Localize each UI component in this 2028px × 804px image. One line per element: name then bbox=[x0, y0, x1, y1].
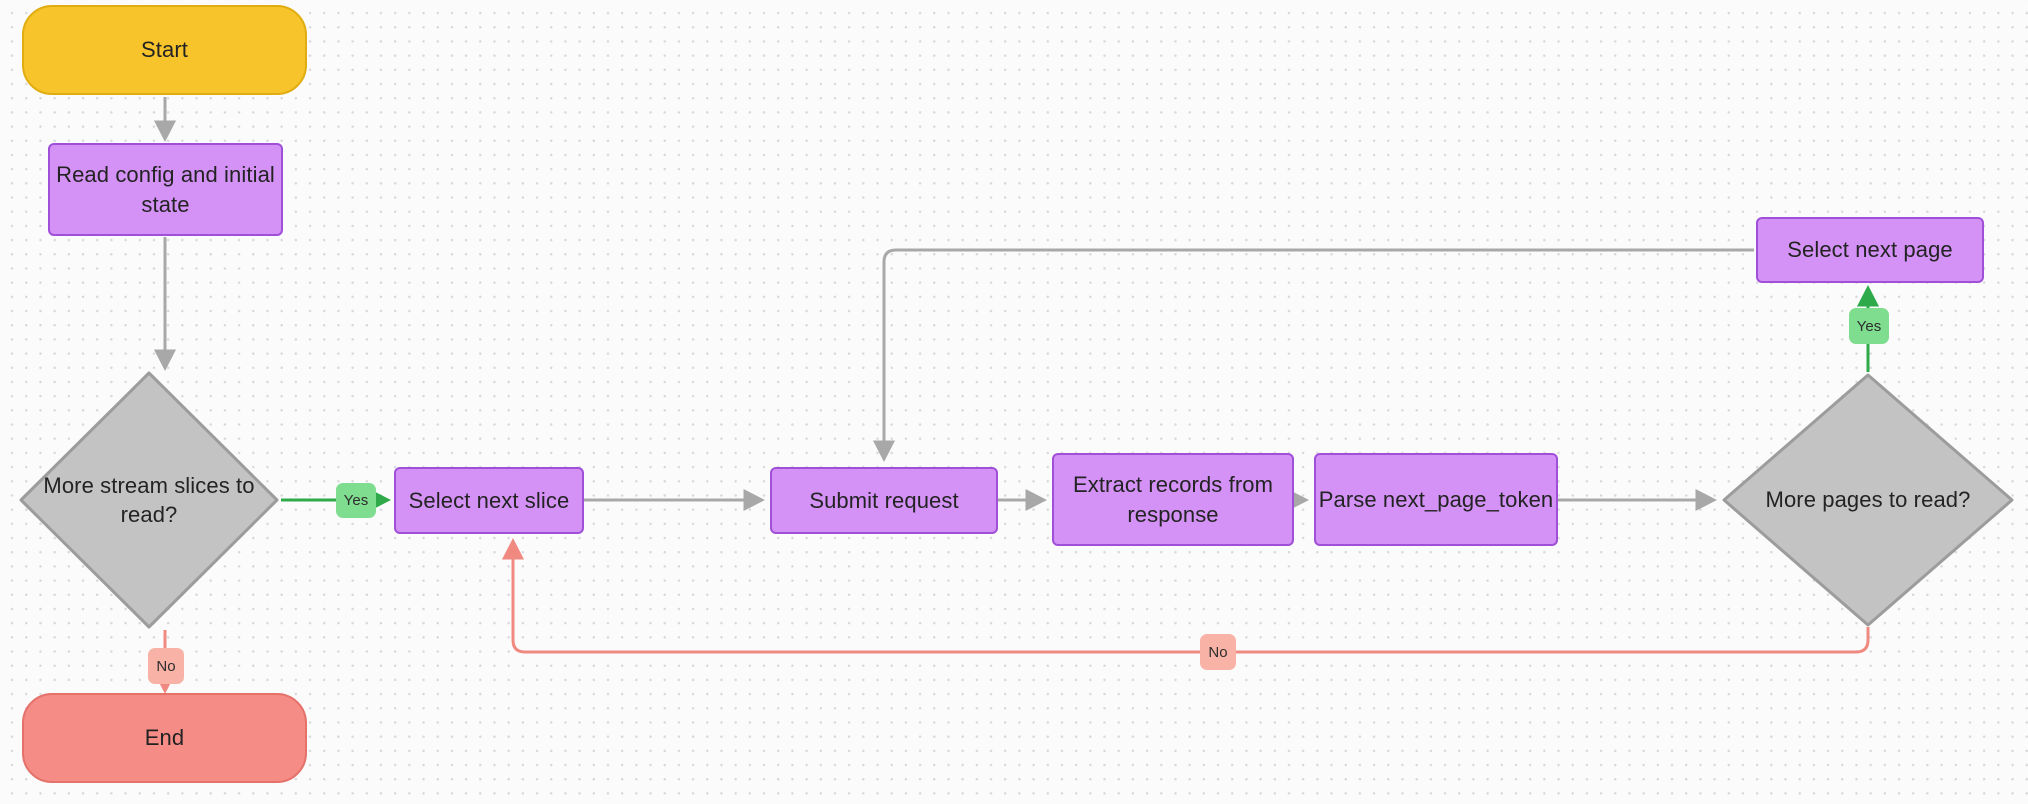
node-parse-next-page-token-label: Parse next_page_token bbox=[1318, 486, 1554, 512]
node-start[interactable]: Start bbox=[22, 5, 307, 95]
node-more-pages-label: More pages to read? bbox=[1765, 487, 1971, 513]
node-submit-request-label: Submit request bbox=[809, 487, 959, 513]
node-submit-request[interactable]: Submit request bbox=[770, 467, 998, 534]
node-read-config[interactable]: Read config and initial state bbox=[48, 143, 283, 236]
diamond-shape-icon bbox=[19, 371, 279, 629]
node-parse-next-page-token[interactable]: Parse next_page_token bbox=[1314, 453, 1558, 546]
node-more-stream-slices-label: More stream slices to read? bbox=[43, 472, 255, 527]
node-end[interactable]: End bbox=[22, 693, 307, 783]
node-start-label: Start bbox=[141, 37, 188, 63]
edge-label-text: Yes bbox=[343, 492, 369, 509]
node-extract-records-label: Extract records from response bbox=[1072, 472, 1274, 527]
node-select-next-page-label: Select next page bbox=[1787, 237, 1953, 263]
edge-more-pages-no-loop bbox=[501, 537, 1870, 654]
edge-next-page-to-submit-loop bbox=[872, 248, 1754, 463]
edge-label-more-slices-yes: Yes bbox=[336, 483, 376, 518]
node-read-config-label: Read config and initial state bbox=[56, 162, 275, 217]
edge-label-more-slices-no: No bbox=[148, 648, 184, 684]
node-more-pages[interactable]: More pages to read? bbox=[1721, 372, 2015, 628]
node-select-next-slice[interactable]: Select next slice bbox=[394, 467, 584, 534]
node-end-label: End bbox=[144, 725, 185, 751]
node-extract-records[interactable]: Extract records from response bbox=[1052, 453, 1294, 546]
edge-label-text: Yes bbox=[1856, 317, 1882, 335]
edge-label-text: No bbox=[1208, 643, 1228, 661]
node-select-next-slice-label: Select next slice bbox=[408, 487, 570, 513]
edge-label-more-pages-no: No bbox=[1200, 634, 1236, 670]
node-more-stream-slices[interactable]: More stream slices to read? bbox=[18, 370, 280, 630]
node-select-next-page[interactable]: Select next page bbox=[1756, 217, 1984, 283]
edge-label-more-pages-yes: Yes bbox=[1849, 308, 1889, 344]
edge-label-text: No bbox=[156, 657, 176, 675]
